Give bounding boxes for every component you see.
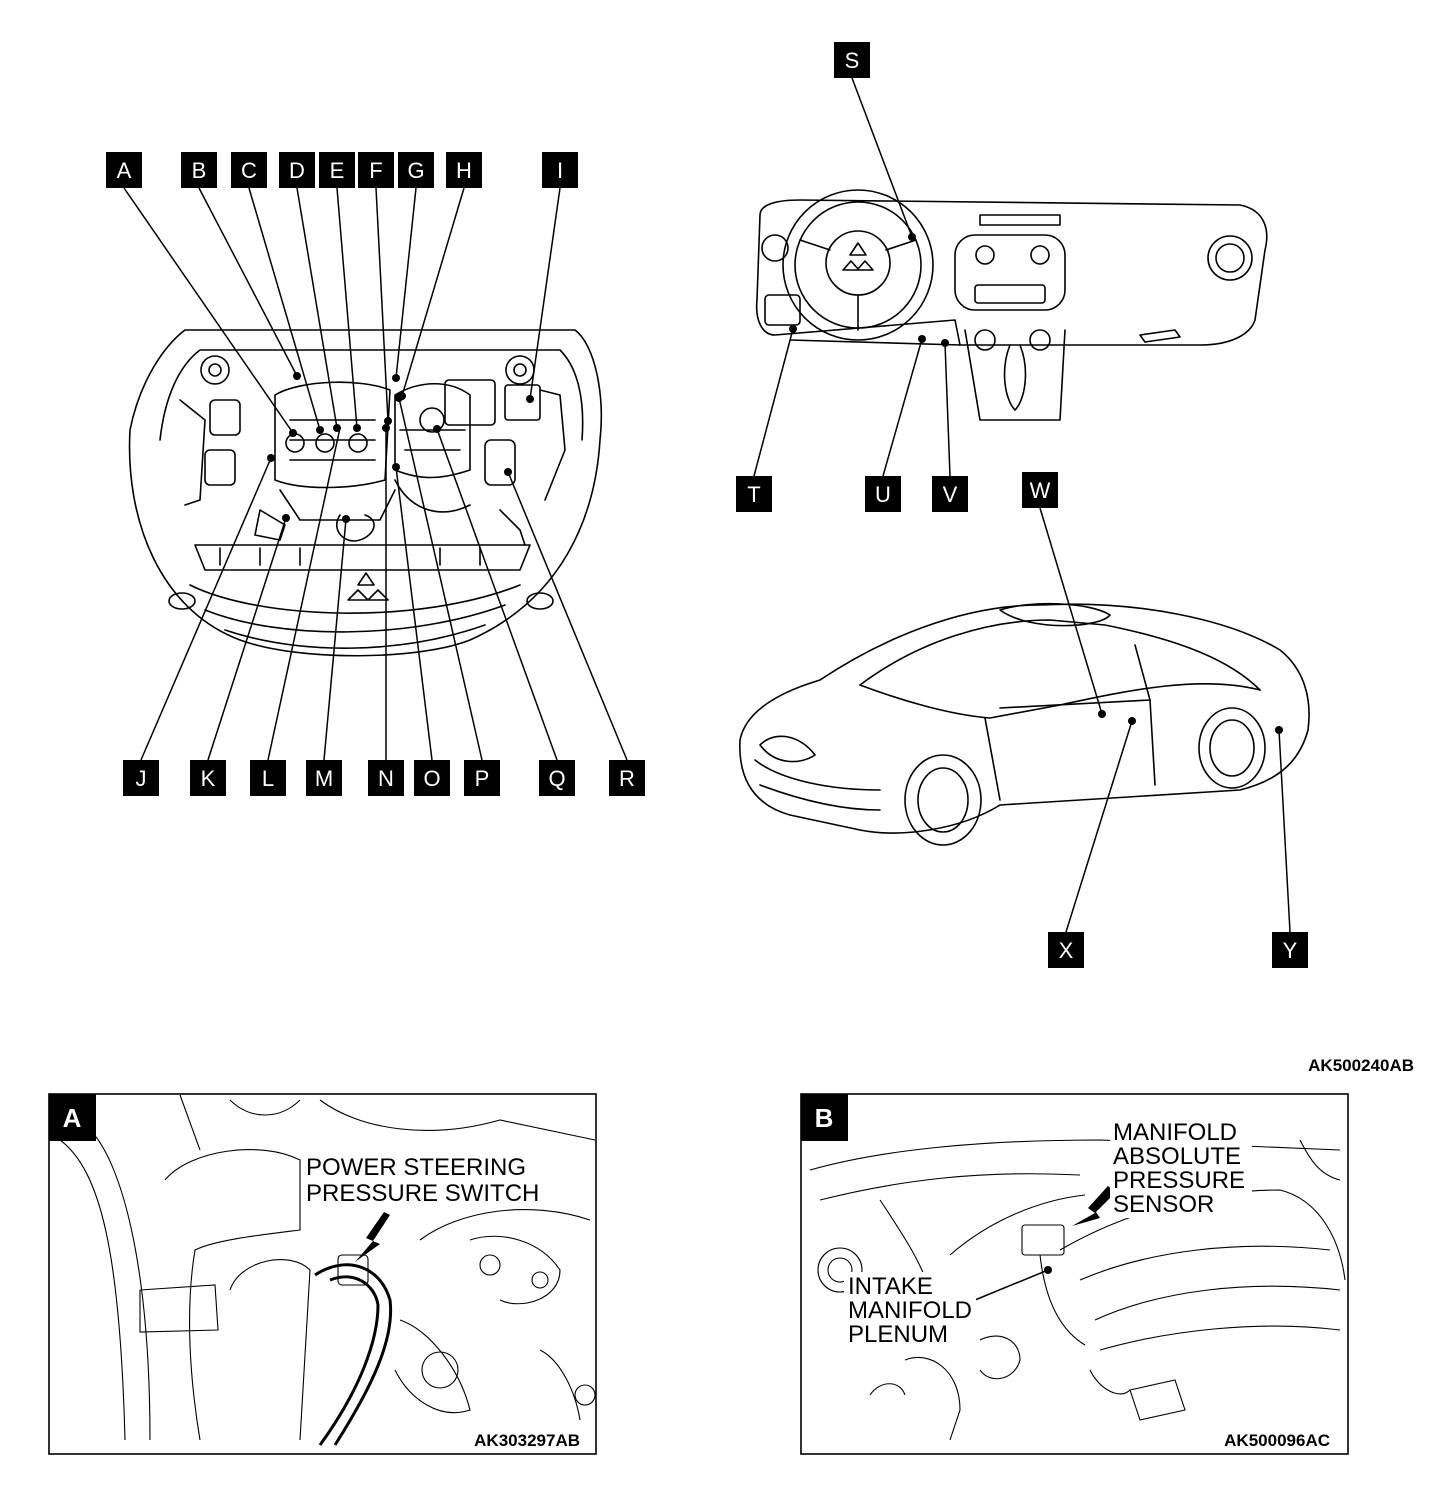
label-o: O [414, 760, 450, 796]
callout-ps-switch-line2: PRESSURE SWITCH [306, 1180, 539, 1207]
detail-panel-a: A POWER STEERING PRESSURE SWITCH AK30329… [48, 1093, 597, 1455]
overview-figure-code: AK500240AB [1308, 1056, 1414, 1075]
label-d: D [279, 152, 315, 188]
detail-a-drawing [59, 1094, 596, 1446]
svg-text:B: B [192, 158, 207, 183]
pointer-arrow-icon [355, 1212, 390, 1262]
svg-text:V: V [943, 482, 958, 507]
pointer-arrow-icon [1072, 1186, 1116, 1226]
label-f: F [358, 152, 394, 188]
svg-text:T: T [747, 482, 760, 507]
detail-panel-b: B MANIFOLD ABSOLUTE PRESSURE SENSOR INTA… [800, 1093, 1349, 1455]
label-r: R [609, 760, 645, 796]
label-j: J [123, 760, 159, 796]
car-exterior-drawing [739, 602, 1310, 846]
detail-b-letter: B [815, 1103, 834, 1133]
svg-text:P: P [475, 766, 490, 791]
label-t: T [736, 476, 772, 512]
detail-b-figure-code: AK500096AC [1224, 1431, 1330, 1450]
svg-text:L: L [262, 766, 274, 791]
label-m: M [306, 760, 342, 796]
detail-a-letter: A [63, 1103, 82, 1133]
label-x: X [1048, 932, 1084, 968]
svg-text:G: G [407, 158, 424, 183]
detail-a-figure-code: AK303297AB [474, 1431, 580, 1450]
callout-ps-switch-line1: POWER STEERING [306, 1154, 526, 1181]
callout-plenum-line2: MANIFOLD [848, 1297, 972, 1324]
label-i: I [542, 152, 578, 188]
label-a: A [106, 152, 142, 188]
svg-text:E: E [330, 158, 345, 183]
svg-text:F: F [369, 158, 382, 183]
svg-text:Q: Q [548, 766, 565, 791]
label-w: W [1022, 472, 1058, 508]
callout-map-sensor-line3: PRESSURE [1113, 1167, 1245, 1194]
svg-text:K: K [201, 766, 216, 791]
callout-plenum-line1: INTAKE [848, 1273, 933, 1300]
svg-text:W: W [1030, 478, 1051, 503]
label-v: V [932, 476, 968, 512]
svg-text:C: C [241, 158, 257, 183]
dashboard-drawing [755, 189, 1268, 421]
svg-text:D: D [289, 158, 305, 183]
engine-compartment-drawing [128, 329, 603, 657]
label-e: E [319, 152, 355, 188]
svg-text:S: S [845, 48, 860, 73]
svg-text:I: I [557, 158, 563, 183]
svg-text:R: R [619, 766, 635, 791]
engine-leader-lines [123, 187, 628, 761]
svg-text:Y: Y [1283, 938, 1298, 963]
label-c: C [231, 152, 267, 188]
svg-text:U: U [875, 482, 891, 507]
label-h: H [446, 152, 482, 188]
svg-text:J: J [136, 766, 147, 791]
label-s: S [834, 42, 870, 78]
svg-text:N: N [378, 766, 394, 791]
label-k: K [190, 760, 226, 796]
svg-text:H: H [456, 158, 472, 183]
svg-text:O: O [423, 766, 440, 791]
car-leader-lines [1039, 507, 1291, 933]
svg-text:A: A [117, 158, 132, 183]
label-n: N [368, 760, 404, 796]
svg-text:M: M [315, 766, 333, 791]
svg-text:X: X [1059, 938, 1074, 963]
dashboard-leader-lines [753, 77, 951, 477]
callout-plenum-line3: PLENUM [848, 1321, 948, 1348]
label-g: G [398, 152, 434, 188]
label-u: U [865, 476, 901, 512]
label-l: L [250, 760, 286, 796]
label-b: B [181, 152, 217, 188]
callout-map-sensor-line4: SENSOR [1113, 1191, 1214, 1218]
label-y: Y [1272, 932, 1308, 968]
label-p: P [464, 760, 500, 796]
callout-map-sensor-line2: ABSOLUTE [1113, 1143, 1241, 1170]
callout-map-sensor-line1: MANIFOLD [1113, 1119, 1237, 1146]
label-q: Q [539, 760, 575, 796]
